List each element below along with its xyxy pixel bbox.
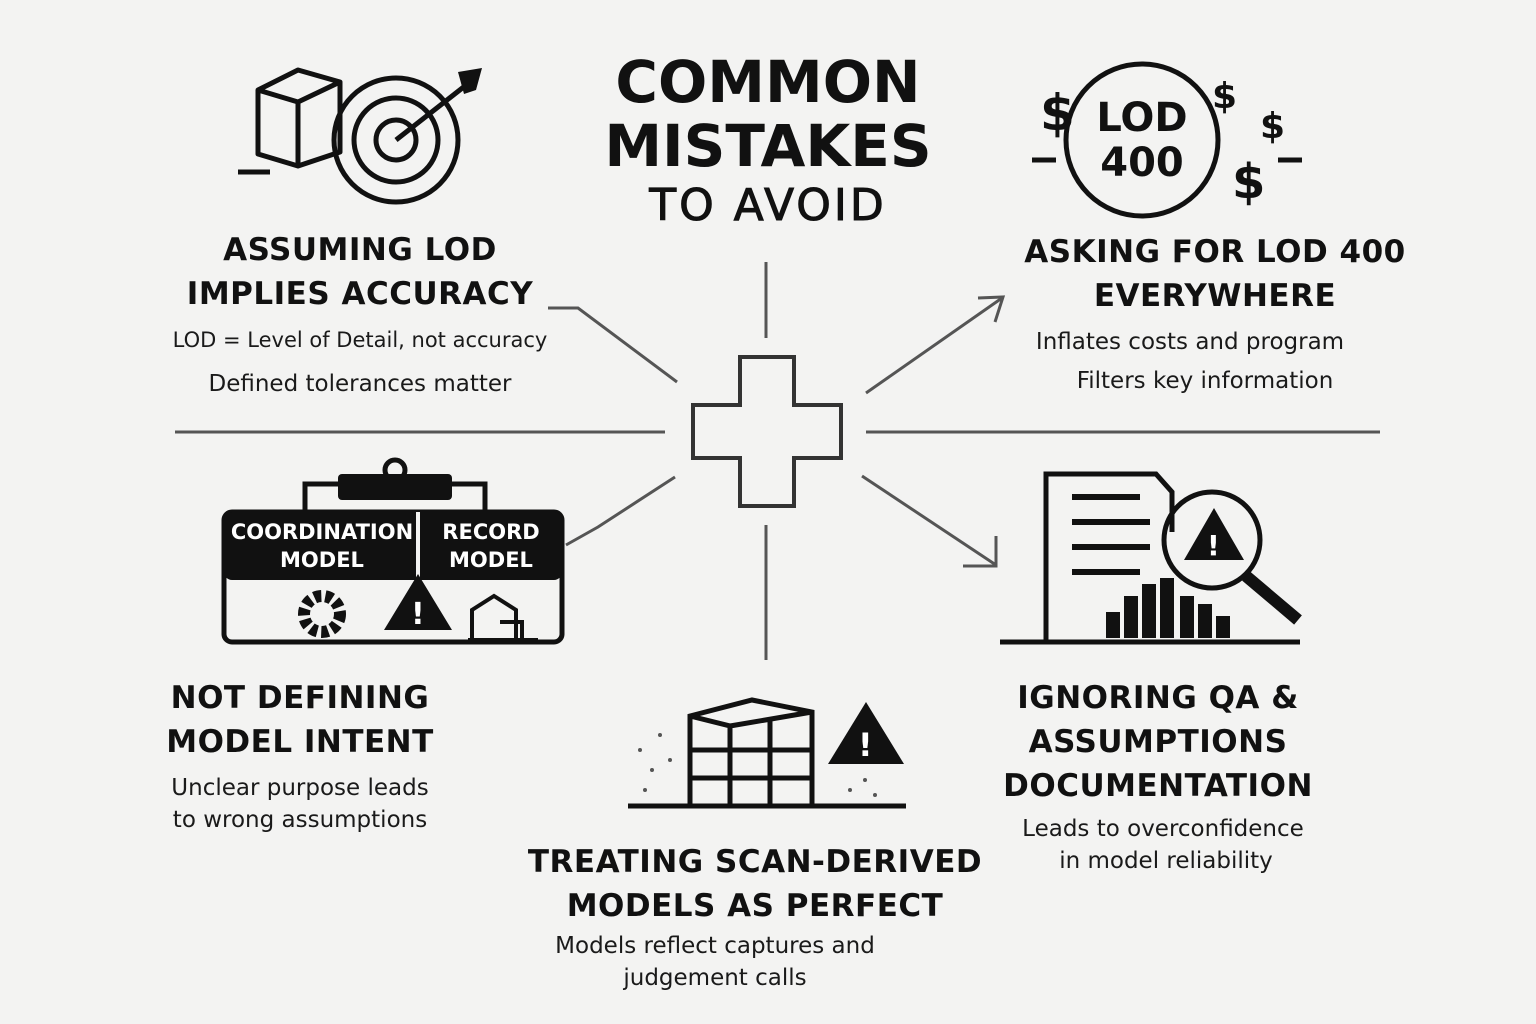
svg-text:$: $ [1212,76,1237,117]
heading-line: IMPLIES ACCURACY [186,276,534,312]
heading-line: IGNORING QA & [1017,680,1299,716]
mistake-5-heading: IGNORING QA & ASSUMPTIONS DOCUMENTATION [980,676,1336,808]
label-line: MODEL [449,548,533,572]
label-line: COORDINATION [230,520,414,544]
mistake-4-text-1: Models reflect captures and [555,933,875,959]
mistake-1-text-2: Defined tolerances matter [208,371,512,397]
center-plus-icon [691,355,843,508]
heading-line: ASKING FOR LOD 400 [1024,234,1406,270]
label-line: RECORD [442,520,540,544]
heading-line: TREATING SCAN-DERIVED [527,844,983,880]
heading-line: ASSUMING LOD [223,232,497,268]
coordination-model-label: COORDINATION MODEL [228,518,416,574]
mistake-2-text-2: Filters key information [1076,368,1334,394]
mistake-3-heading: NOT DEFINING MODEL INTENT [120,676,480,764]
warning-icon [1184,508,1244,560]
warning-icon [384,574,452,630]
warning-icon [828,702,904,764]
lod-400-label: 400 [1100,140,1184,186]
record-model-label: RECORD MODEL [420,518,562,574]
heading-line: ASSUMPTIONS [1028,724,1288,760]
title-line-3: TO AVOID [649,180,887,232]
svg-text:!: ! [411,597,425,632]
mistake-4-text-2: judgement calls [623,965,807,991]
svg-text:$: $ [1232,154,1265,210]
label-line: MODEL [280,548,364,572]
svg-text:$: $ [1260,106,1285,147]
svg-text:$: $ [1040,84,1075,142]
svg-text:!: ! [1207,529,1220,562]
mistake-4-heading: TREATING SCAN-DERIVED MODELS AS PERFECT [500,840,1010,928]
mistake-1-heading: ASSUMING LOD IMPLIES ACCURACY [140,228,580,316]
mistake-1-text-1: LOD = Level of Detail, not accuracy [172,328,548,352]
mistake-3-text-2: to wrong assumptions [172,807,428,833]
gear-icon [298,590,346,638]
title-line-1: COMMON [615,48,921,116]
svg-text:!: ! [858,726,873,764]
heading-line: MODEL INTENT [166,724,434,760]
heading-line: DOCUMENTATION [1003,768,1313,804]
mistake-5-text-1: Leads to overconfidence [1022,816,1304,842]
mistake-2-text-1: Inflates costs and program [1035,329,1345,355]
mistake-3-text-1: Unclear purpose leads [171,775,429,801]
heading-line: EVERYWHERE [1093,278,1337,314]
title-line-2: MISTAKES [604,112,932,180]
heading-line: MODELS AS PERFECT [566,888,944,924]
building-icon [468,593,538,642]
lod-label: LOD [1096,95,1188,141]
mistake-5-text-2: in model reliability [1059,848,1273,874]
heading-line: NOT DEFINING [170,680,430,716]
